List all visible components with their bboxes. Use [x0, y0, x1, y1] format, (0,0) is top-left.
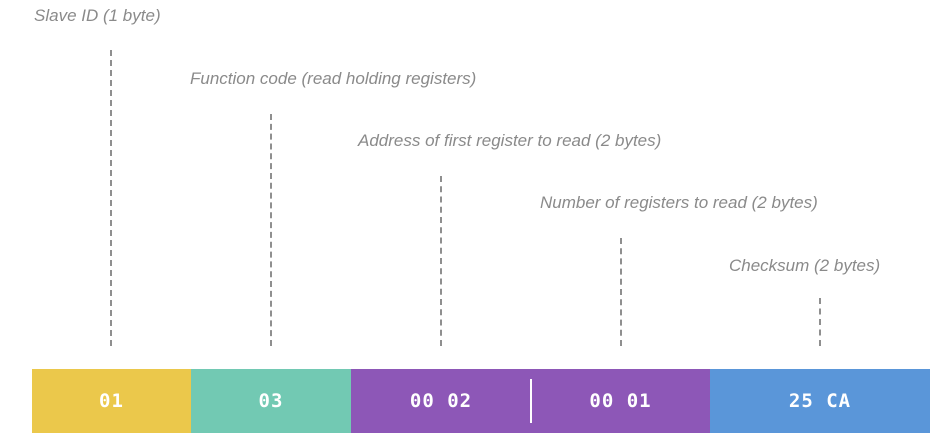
address-label: Address of first register to read (2 byt…: [358, 131, 662, 150]
checksum-segment: 25 CA: [710, 369, 930, 433]
checksum-label: Checksum (2 bytes): [729, 256, 881, 275]
slave-id-segment: 01: [32, 369, 191, 433]
function-code-label: Function code (read holding registers): [190, 69, 477, 88]
checksum-connector: [819, 298, 821, 346]
num-registers-connector: [620, 238, 622, 346]
slave-id-label: Slave ID (1 byte): [34, 6, 161, 25]
modbus-frame-bar: 01 03 00 02 00 01 25 CA: [32, 369, 930, 433]
slave-id-connector: [110, 50, 112, 346]
address-segment: 00 02: [351, 369, 531, 433]
function-code-segment: 03: [191, 369, 351, 433]
num-registers-segment: 00 01: [531, 369, 710, 433]
address-connector: [440, 176, 442, 346]
num-registers-label: Number of registers to read (2 bytes): [540, 193, 818, 212]
segment-divider: [530, 379, 532, 423]
function-code-connector: [270, 114, 272, 346]
